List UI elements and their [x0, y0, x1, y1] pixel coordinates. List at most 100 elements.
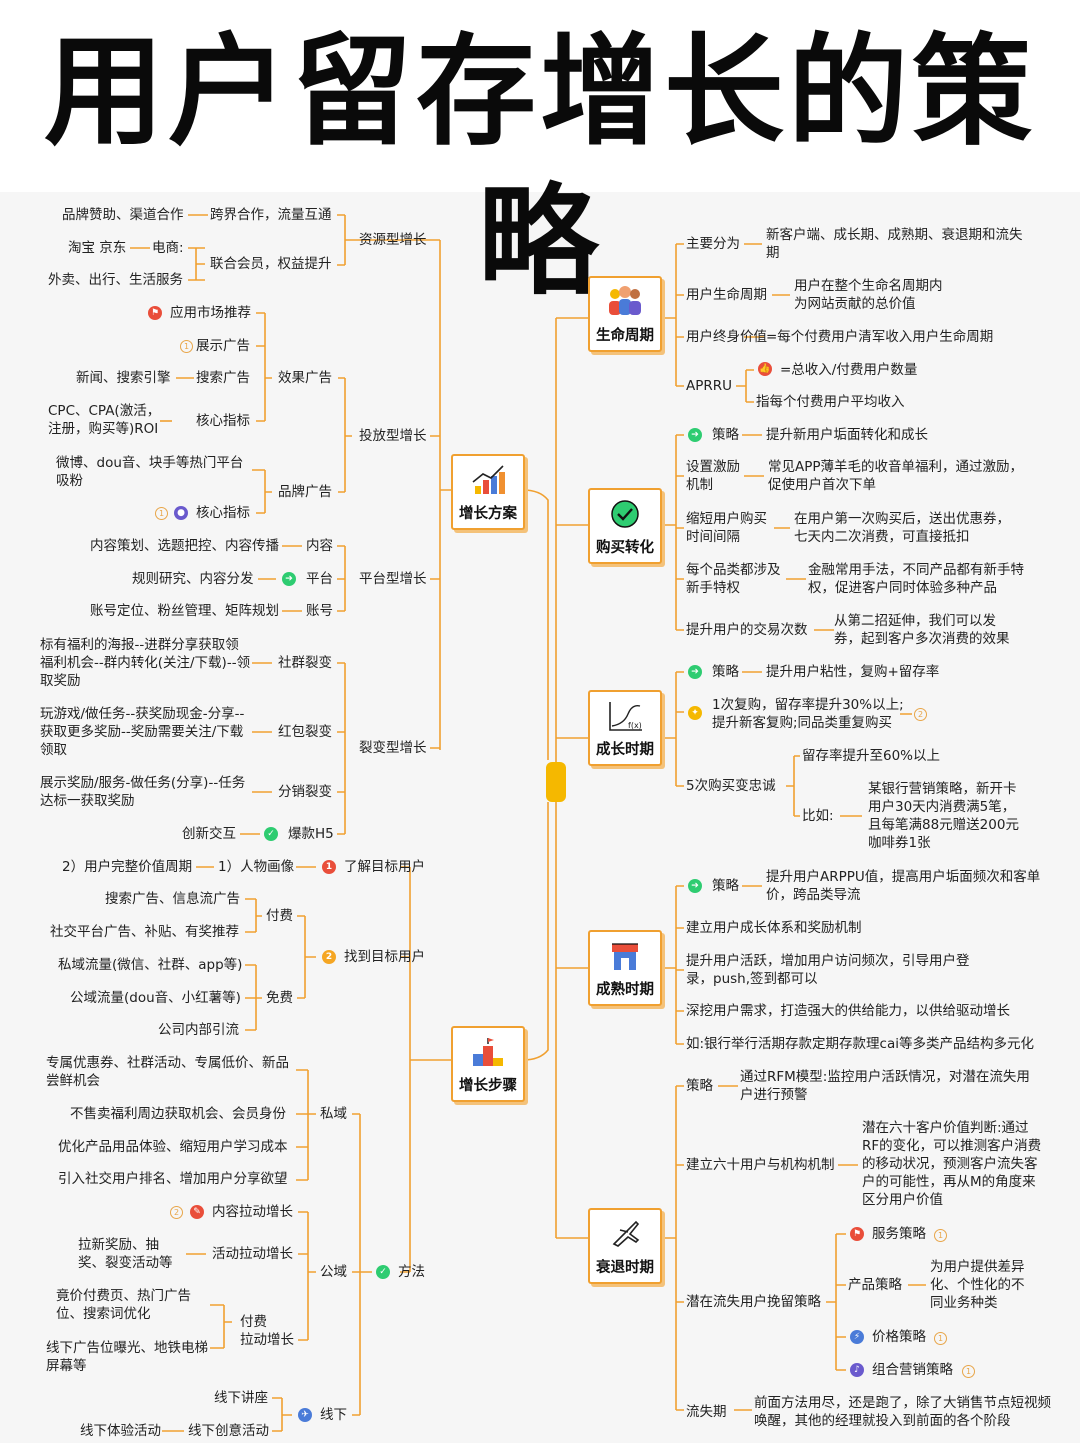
- podium-icon: [473, 1038, 503, 1066]
- node-retain: 潜在流失用户挽留策略: [686, 1294, 821, 1310]
- node-paid-growth-item-2: 线下广告位曝光、地铁电梯屏幕等: [46, 1340, 208, 1374]
- node-free-item-2: 公域流量(dou音、小红薯等): [70, 990, 241, 1006]
- function-graph-icon: f(x): [609, 702, 642, 731]
- node-life-services: 外卖、出行、生活服务: [48, 272, 183, 288]
- node-incentive-text: 常见APP薄羊毛的收音单福利，通过激励，促使用户首次下单: [768, 459, 1024, 493]
- users-group-icon: [609, 286, 641, 315]
- node-private-item-3: 优化产品用品体验、缩短用户学习成本: [58, 1139, 288, 1155]
- node-rfm: 建立六十用户与机构机制: [686, 1157, 835, 1173]
- node-private: 私域: [320, 1106, 347, 1122]
- node-churn: 流失期: [686, 1404, 727, 1420]
- node-find-target: 找到目标用户: [344, 949, 425, 965]
- hub-growth-steps: 增长步骤: [451, 1026, 525, 1102]
- node-growth-strategy-text: 提升用户粘性，复购+留存率: [766, 664, 940, 680]
- node-product-text: 为用户提供差异化、个性化的不同业务种类: [930, 1259, 1025, 1311]
- lightbulb-icon: ✦: [688, 706, 702, 720]
- node-offline-creative: 线下创意活动: [188, 1423, 269, 1439]
- node-mature-strategy: 策略: [712, 878, 739, 894]
- node-cpc-cpa: CPC、CPA(激活，注册，购买等)ROI: [48, 403, 161, 437]
- node-conv-strategy: 策略: [712, 427, 739, 443]
- airplane-icon: [612, 1220, 640, 1247]
- node-paid: 付费: [266, 908, 293, 924]
- hub-label: 生命周期: [596, 328, 654, 344]
- node-search-ads: 搜索广告: [196, 370, 250, 386]
- center-node: [546, 762, 566, 802]
- node-service-strategy: 服务策略: [872, 1226, 926, 1242]
- hub-label: 成长时期: [596, 742, 654, 758]
- node-private-item-1: 专属优惠券、社群活动、专属低价、新品尝鲜机会: [46, 1055, 289, 1089]
- node-lifetime-value: 用户终身价值: [686, 329, 767, 345]
- node-example: 比如:: [802, 808, 834, 824]
- node-effect-kpi: 核心指标: [196, 413, 250, 429]
- number-one-icon: 1: [962, 1365, 975, 1378]
- node-mature-item-2: 提升用户活跃，增加用户访问频次，引导用户登录，push,签到都可以: [686, 953, 970, 987]
- node-brand-sponsor: 品牌赞助、渠道合作: [62, 207, 184, 223]
- flag-icon: ⚑: [850, 1227, 864, 1241]
- node-mature-item-4: 如:银行举行活期存款定期存款理cai等多类产品结构多元化: [686, 1036, 1034, 1052]
- hub-growth: f(x) 成长时期: [588, 690, 662, 766]
- node-arppu-text-1: =总收入/付费用户数量: [780, 362, 918, 378]
- node-content-item: 内容策划、选题把控、内容传播: [90, 538, 279, 554]
- node-persona: 1）人物画像: [218, 859, 295, 875]
- node-loyalty-text: 留存率提升至60%以上: [802, 748, 941, 764]
- hub-label: 增长步骤: [459, 1078, 517, 1094]
- node-hot-platforms: 微博、dou音、块手等热门平台吸粉: [56, 455, 244, 489]
- node-effect-ads: 效果广告: [278, 370, 332, 386]
- node-account: 账号: [306, 603, 333, 619]
- node-arppu-text-2: 指每个付费用户平均收入: [756, 394, 905, 410]
- node-viral-growth: 裂变型增长: [359, 740, 427, 756]
- node-taobao-jd: 淘宝 京东: [68, 240, 127, 256]
- node-offline: 线下: [320, 1407, 347, 1423]
- number-one-icon: 1: [180, 340, 193, 353]
- node-method: 方法: [398, 1264, 425, 1280]
- node-activity-growth: 活动拉动增长: [212, 1246, 293, 1262]
- node-conv-strategy-text: 提升新用户垢面转化和成长: [766, 427, 928, 443]
- hub-decline: 衰退时期: [588, 1208, 662, 1284]
- node-frequency: 提升用户的交易次数: [686, 622, 808, 638]
- node-know-target: 了解目标用户: [344, 859, 425, 875]
- node-community-viral: 社群裂变: [278, 655, 332, 671]
- check-icon: ✓: [264, 827, 278, 841]
- header: 用户留存增长的策略: [0, 0, 1080, 312]
- node-paid-growth-item-1: 竟价付费页、热门广告位、搜索词优化: [56, 1288, 191, 1322]
- page-title: 用户留存增长的策略: [44, 23, 1036, 312]
- node-growth-strategy: 策略: [712, 664, 739, 680]
- node-repurchase: 1次复购，留存率提升30%以上;提升新客复购;同品类重复购买: [712, 697, 904, 731]
- node-platform-growth: 平台型增长: [359, 571, 427, 587]
- node-community-item: 标有福利的海报--进群分享获取领福利机会--群内转化(关注/下载)--领取奖励: [40, 637, 251, 689]
- pin-icon: ✎: [190, 1205, 204, 1219]
- node-public: 公域: [320, 1264, 347, 1280]
- node-interval: 缩短用户购买时间间隔: [686, 511, 767, 545]
- hub-lifecycle: 生命周期: [588, 276, 662, 352]
- node-example-text: 某银行营销策略，新开卡用户30天内消费满5笔，且每笔满88元赠送200元咖啡券1…: [868, 781, 1019, 851]
- node-mature-strategy-text: 提升用户ARPPU值，提高用户垢面频次和客单价，跨品类导流: [766, 869, 1041, 903]
- node-free: 免费: [266, 990, 293, 1006]
- node-paid-item-2: 社交平台广告、补贴、有奖推荐: [50, 924, 239, 940]
- user-icon: ●: [174, 506, 188, 520]
- hub-label: 增长方案: [459, 506, 517, 522]
- node-product-strategy: 产品策略: [848, 1277, 902, 1293]
- node-churn-text: 前面方法用尽，还是跑了，除了大销售节点短视频唤醒，其他的经理就投入到前面的各个阶…: [754, 1395, 1051, 1429]
- hub-label: 购买转化: [596, 540, 654, 556]
- node-newbie-text: 金融常用手法，不同产品都有新手特权，促进客户同时体验多种产品: [808, 562, 1024, 596]
- node-loyalty: 5次购买变忠诚: [686, 778, 776, 794]
- node-price-strategy: 价格策略: [872, 1329, 926, 1345]
- node-activity-item: 拉新奖励、抽奖、裂变活动等: [78, 1237, 173, 1271]
- node-platform-item: 规则研究、内容分发: [132, 571, 254, 587]
- hub-conversion: 购买转化: [588, 488, 662, 564]
- node-ads-growth: 投放型增长: [359, 428, 427, 444]
- node-free-item-3: 公司内部引流: [158, 1022, 239, 1038]
- number-two-icon: 2: [322, 950, 336, 964]
- node-brand-kpi: 核心指标: [196, 505, 250, 521]
- node-redpacket-item: 玩游戏/做任务--获奖励现金-分享--获取更多奖励--奖励需要关注/下载领取: [40, 706, 245, 758]
- node-brand-ads: 品牌广告: [278, 484, 332, 500]
- node-user-lifecycle: 用户生命周期: [686, 287, 767, 303]
- node-account-item: 账号定位、粉丝管理、矩阵规划: [90, 603, 279, 619]
- node-display-ads: 展示广告: [196, 338, 250, 354]
- node-decline-strategy-text: 通过RFM模型:监控用户活跃情况，对潜在流失用户进行预警: [740, 1069, 1030, 1103]
- thumbs-up-icon: 👍: [758, 362, 772, 376]
- music-note-icon: ♪: [850, 1363, 864, 1377]
- check-circle-icon: [611, 500, 639, 528]
- lightning-icon: ⚡: [850, 1330, 864, 1344]
- node-mature-item-1: 建立用户成长体系和奖励机制: [686, 920, 862, 936]
